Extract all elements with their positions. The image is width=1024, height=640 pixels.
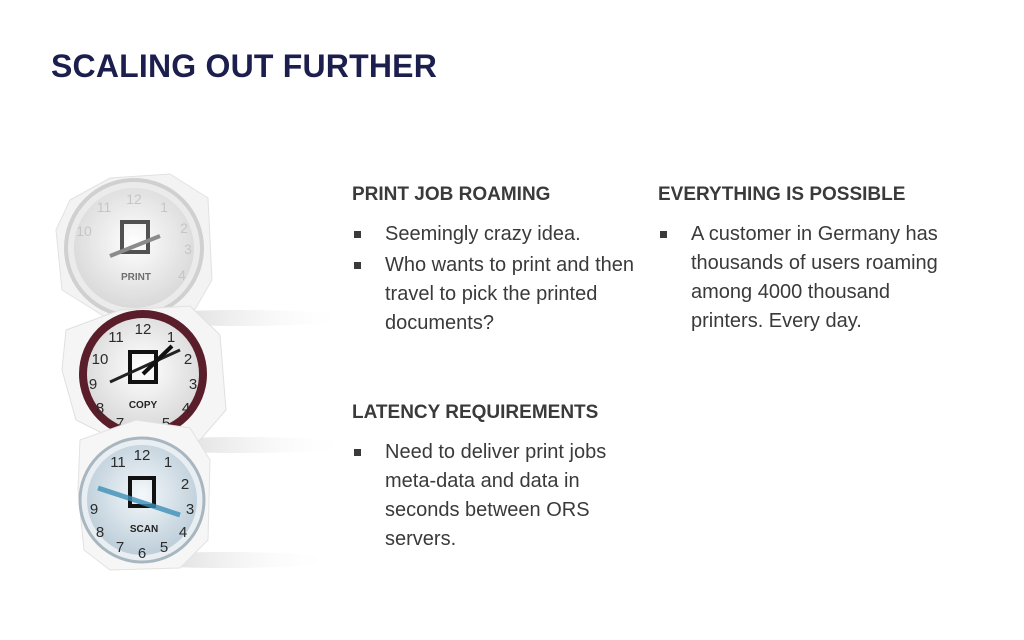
svg-text:7: 7 [116,415,124,432]
svg-text:3: 3 [186,501,194,518]
clock-label: SCAN [130,524,158,535]
clocks-illustration-svg: 12 1 2 3 4 11 10 PRINT 12 1 [55,173,340,571]
svg-text:10: 10 [92,351,109,368]
copy-clock-icon: 12 1 2 3 4 5 6 7 8 9 10 11 COPY [61,305,227,443]
svg-text:8: 8 [96,524,104,541]
svg-text:4: 4 [178,267,186,283]
svg-text:11: 11 [108,329,124,346]
bullet-list: Need to deliver print jobs meta-data and… [352,438,642,554]
bullet-list: Seemingly crazy idea. Who wants to print… [352,220,642,338]
svg-text:2: 2 [184,351,192,368]
clock-label: PRINT [121,272,151,283]
scan-clock-icon: 12 1 2 3 4 5 6 7 8 9 11 SCAN [77,419,211,571]
svg-text:7: 7 [116,539,124,556]
svg-text:9: 9 [89,376,97,393]
svg-text:12: 12 [126,191,142,207]
svg-text:1: 1 [167,329,175,346]
svg-text:11: 11 [97,199,112,215]
bullet-item: Seemingly crazy idea. [352,220,642,249]
svg-text:5: 5 [162,415,170,432]
svg-text:5: 5 [160,539,168,556]
svg-text:1: 1 [164,454,172,471]
svg-text:12: 12 [135,321,152,338]
svg-text:2: 2 [181,476,189,493]
svg-text:3: 3 [184,241,192,257]
section-heading: LATENCY REQUIREMENTS [352,402,599,423]
bullet-item: Need to deliver print jobs meta-data and… [352,438,642,554]
section-everything-is-possible: EVERYTHING IS POSSIBLE A customer in Ger… [658,182,958,338]
svg-text:10: 10 [76,223,92,239]
clocks-illustration: 12 1 2 3 4 11 10 PRINT 12 1 [40,170,340,590]
svg-text:4: 4 [179,524,187,541]
svg-text:3: 3 [189,376,197,393]
section-print-job-roaming: PRINT JOB ROAMING Seemingly crazy idea. … [352,182,642,340]
svg-text:9: 9 [90,501,98,518]
section-latency-requirements: LATENCY REQUIREMENTS Need to deliver pri… [352,400,642,556]
bullet-item: A customer in Germany has thousands of u… [658,220,958,336]
bullet-item: Who wants to print and then travel to pi… [352,251,642,338]
svg-text:1: 1 [160,199,168,215]
svg-text:11: 11 [110,454,126,471]
slide-title: SCALING OUT FURTHER [51,48,438,84]
svg-text:2: 2 [180,220,188,236]
svg-text:12: 12 [134,447,151,464]
svg-text:6: 6 [138,545,146,562]
svg-text:8: 8 [96,400,104,417]
section-heading: EVERYTHING IS POSSIBLE [658,184,906,205]
section-heading: PRINT JOB ROAMING [352,184,551,205]
print-clock-icon: 12 1 2 3 4 11 10 PRINT [55,173,213,321]
svg-text:4: 4 [182,400,190,417]
bullet-list: A customer in Germany has thousands of u… [658,220,958,336]
clock-label: COPY [129,400,158,411]
